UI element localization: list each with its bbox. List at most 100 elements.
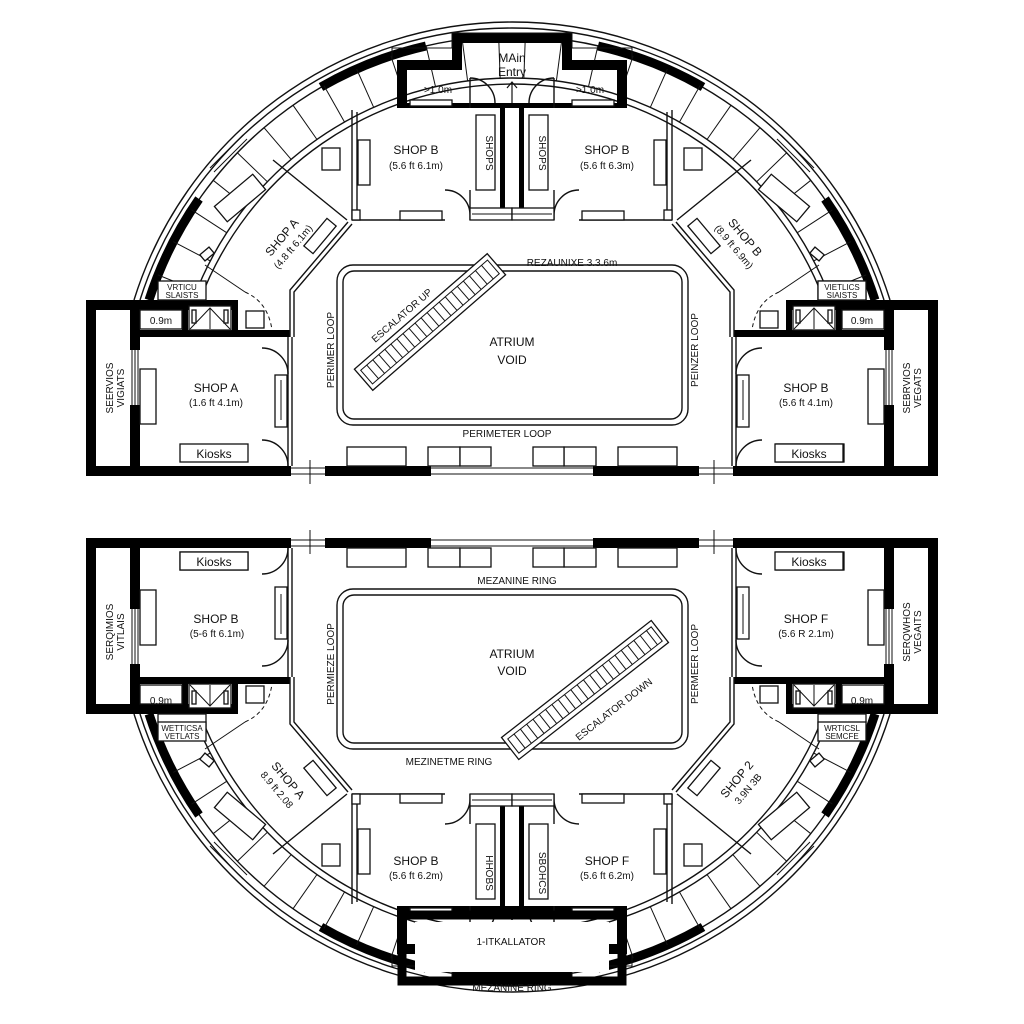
shop-size: (5.6 ft 6.2m) (389, 871, 443, 882)
escalator-step (564, 694, 576, 710)
shop-name: SHOP F (784, 612, 828, 626)
escalator-step (372, 359, 385, 374)
escalator-step (378, 354, 391, 369)
escalator-block-fill (415, 922, 609, 972)
escalator-step (639, 635, 652, 650)
escalator-step (557, 699, 570, 715)
escalator-step (432, 307, 446, 322)
shop-size: (5.6 ft 6.2m) (580, 871, 634, 882)
shops-sign: SBOHCS (536, 852, 547, 895)
escalator-step (538, 713, 551, 729)
escalator-step (384, 348, 398, 364)
gap-dimension: 0.9m (150, 696, 172, 707)
escalator-step (420, 317, 434, 332)
shops-sign: SHOPS (536, 135, 547, 170)
escalator-step (462, 280, 476, 296)
escalator-step (526, 723, 539, 739)
vertical-shafts-label: SEMCFE (825, 732, 858, 741)
clearance-label: >1.0m (576, 85, 604, 96)
escalator-step (408, 328, 422, 343)
gap-dimension: 0.9m (851, 316, 873, 327)
mezzanine-ring-label: MEZINETME RING (406, 757, 493, 768)
escalator-step (426, 312, 440, 327)
shop-name: SHOP A (194, 381, 238, 395)
escalator-step (545, 709, 558, 724)
escalator-step (444, 296, 458, 311)
services-label: VITLAIS (116, 613, 127, 651)
escalator-up (353, 252, 507, 392)
escalator-step (627, 645, 640, 660)
services-label: SEBRVIOS (902, 362, 913, 413)
escalator-step (513, 733, 526, 749)
mezzanine-dimension: REZAUNIXE 3.3.6m (527, 258, 618, 269)
escalator-step (366, 364, 379, 379)
shop-size: (5-6 ft 6.1m) (190, 629, 244, 640)
escalator-step (576, 684, 589, 700)
escalator-step (620, 649, 633, 665)
atrium-label: VOID (497, 664, 527, 678)
shop-size: (5.6 R 2.1m) (778, 629, 834, 640)
escalator-step (601, 664, 614, 680)
vertical-shafts-label: SLAISTS (166, 291, 199, 300)
upper-plan-labels: MAin Entry >1.0m >1.0m SHOP B (5.6 ft 6.… (105, 51, 924, 463)
perimeter-loop-label: PERIMER LOOP (326, 312, 337, 388)
shops-sign: HHOBS (483, 855, 494, 891)
escalator-step (633, 640, 646, 655)
services-label: VEGATS (913, 368, 924, 408)
shop-name: SHOP F (585, 854, 629, 868)
perimeter-loop-label: PERIMETER LOOP (463, 429, 552, 440)
mezzanine-ring-label: MEZANINE RING (477, 576, 557, 587)
escalator-step (402, 333, 416, 348)
escalator-step (414, 322, 428, 337)
services-label: VIGIATS (116, 368, 127, 407)
atrium-label: VOID (497, 353, 527, 367)
kiosks-label: Kiosks (196, 447, 231, 461)
escalator-down (500, 619, 670, 761)
perimeter-loop-label: PEINZER LOOP (690, 313, 701, 387)
services-label: SERQWHOS (902, 602, 913, 662)
entry-arrow-icon (506, 81, 518, 103)
escalator-step (481, 265, 494, 280)
perimeter-loop-label: PERMIEZE LOOP (326, 623, 337, 705)
shop-name: SHOP B (393, 854, 438, 868)
vertical-shafts-label: VETLATS (165, 732, 200, 741)
main-entry-label: MAin (498, 51, 525, 65)
escalator-step (450, 291, 464, 306)
kiosks-label: Kiosks (791, 555, 826, 569)
services-label: SERQIMIOS (105, 603, 116, 660)
gap-dimension: 0.9m (851, 696, 873, 707)
escalator-step (456, 286, 470, 301)
perimeter-loop-label: PERMEER LOOP (690, 624, 701, 704)
services-label: VEGAITS (913, 610, 924, 654)
mezzanine-ring-label: MEZANINE RING (472, 983, 552, 994)
vertical-shafts-label: VIETLICS (824, 283, 860, 292)
vertical-shafts-label: WETTICSA (161, 724, 203, 733)
atrium-label: ATRIUM (489, 335, 534, 349)
shop-name: SHOP B (783, 381, 828, 395)
shop-name: SHOP B (393, 143, 438, 157)
kiosks-label: Kiosks (196, 555, 231, 569)
kiosks-label: Kiosks (791, 447, 826, 461)
main-entry-label: Entry (498, 65, 526, 79)
vertical-shafts-label: SIAISTS (827, 291, 858, 300)
clearance-label: >1.0m (424, 85, 452, 96)
escalator-step (570, 689, 583, 705)
shops-sign: SHOPS (483, 135, 494, 170)
atrium-label: ATRIUM (489, 647, 534, 661)
escalator-step (646, 630, 658, 646)
shop-name: SHOP B (193, 612, 238, 626)
vertical-shafts-label: WRTICSL (824, 724, 860, 733)
gap-dimension: 0.9m (150, 316, 172, 327)
escalator-step (551, 704, 564, 719)
shop-size: (5.6 ft 6.3m) (580, 161, 634, 172)
escalator-block-label: 1-ITKALLATOR (476, 937, 545, 948)
shop-size: (1.6 ft 4.1m) (189, 398, 243, 409)
escalator-step (608, 659, 621, 675)
escalator-step (614, 654, 627, 670)
escalator-step (595, 669, 608, 685)
escalator-step (519, 728, 532, 744)
escalator-step (583, 679, 595, 695)
vertical-shafts-label: VRTICU (167, 283, 197, 292)
